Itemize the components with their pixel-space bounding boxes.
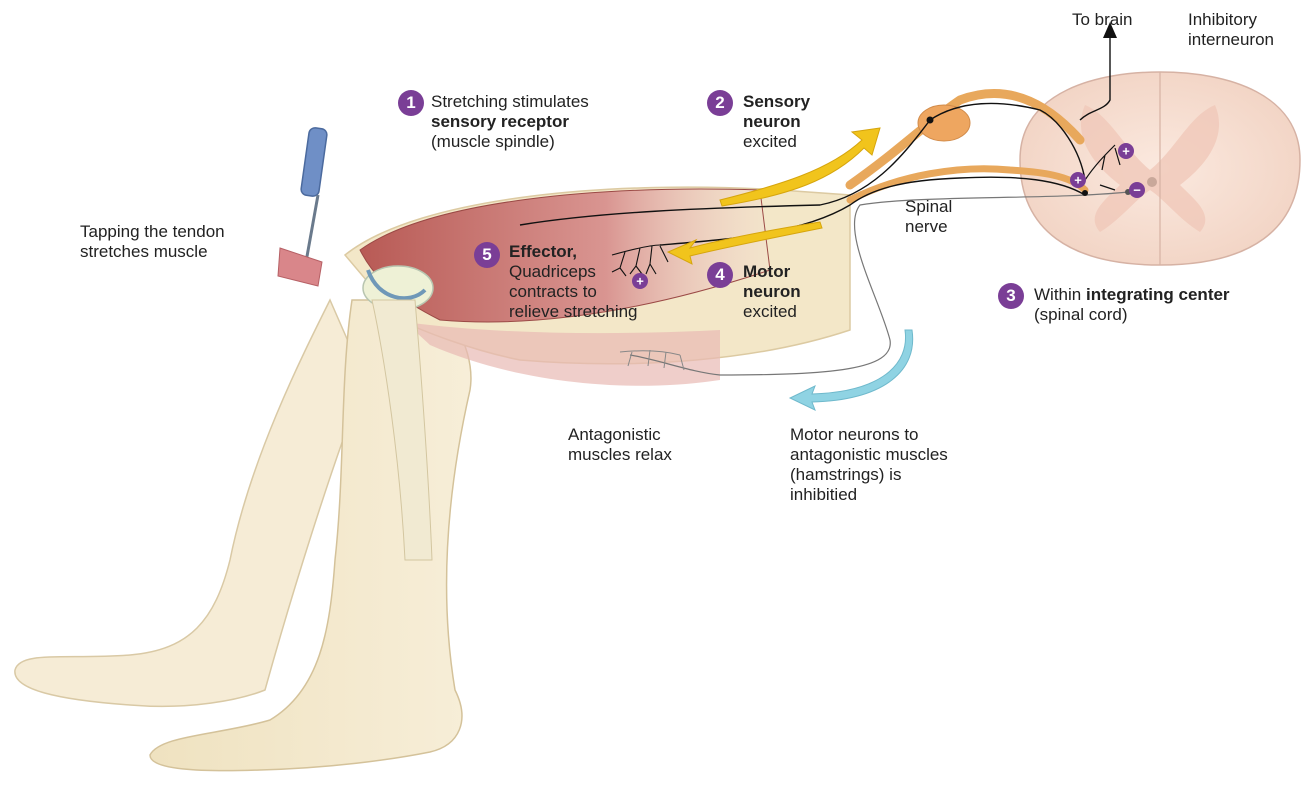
step-4-badge: 4 xyxy=(707,262,733,288)
plus-sign-icon-1: + xyxy=(1118,143,1134,159)
step-3-badge: 3 xyxy=(998,283,1024,309)
minus-sign-icon: − xyxy=(1129,182,1145,198)
label-step-5: Effector, Quadriceps contracts to reliev… xyxy=(509,242,638,322)
svg-text:−: − xyxy=(1133,183,1141,198)
label-step-4: Motor neuron excited xyxy=(743,262,801,322)
step-1-badge: 1 xyxy=(398,90,424,116)
label-step-2: Sensory neuron excited xyxy=(743,92,810,152)
label-inhibitory-interneuron: Inhibitory interneuron xyxy=(1188,10,1274,50)
spinal-cord-cross-section xyxy=(1020,72,1300,265)
back-leg xyxy=(15,300,365,706)
dorsal-root-ganglion xyxy=(918,105,970,141)
svg-text:+: + xyxy=(1122,144,1130,159)
label-to-brain: To brain xyxy=(1072,10,1132,30)
plus-sign-icon-2: + xyxy=(1070,172,1086,188)
label-motor-neurons-hamstrings: Motor neurons to antagonistic muscles (h… xyxy=(790,425,948,505)
label-spinal-nerve: Spinal nerve xyxy=(905,197,952,237)
svg-text:+: + xyxy=(1074,173,1082,188)
label-step-3: Within integrating center (spinal cord) xyxy=(1034,285,1230,325)
label-antagonistic: Antagonistic muscles relax xyxy=(568,425,672,465)
step-2-badge: 2 xyxy=(707,90,733,116)
label-tapping: Tapping the tendon stretches muscle xyxy=(80,222,225,262)
step-5-badge: 5 xyxy=(474,242,500,268)
reflex-hammer-icon xyxy=(278,127,328,286)
label-step-1: Stretching stimulates sensory receptor (… xyxy=(431,92,589,152)
